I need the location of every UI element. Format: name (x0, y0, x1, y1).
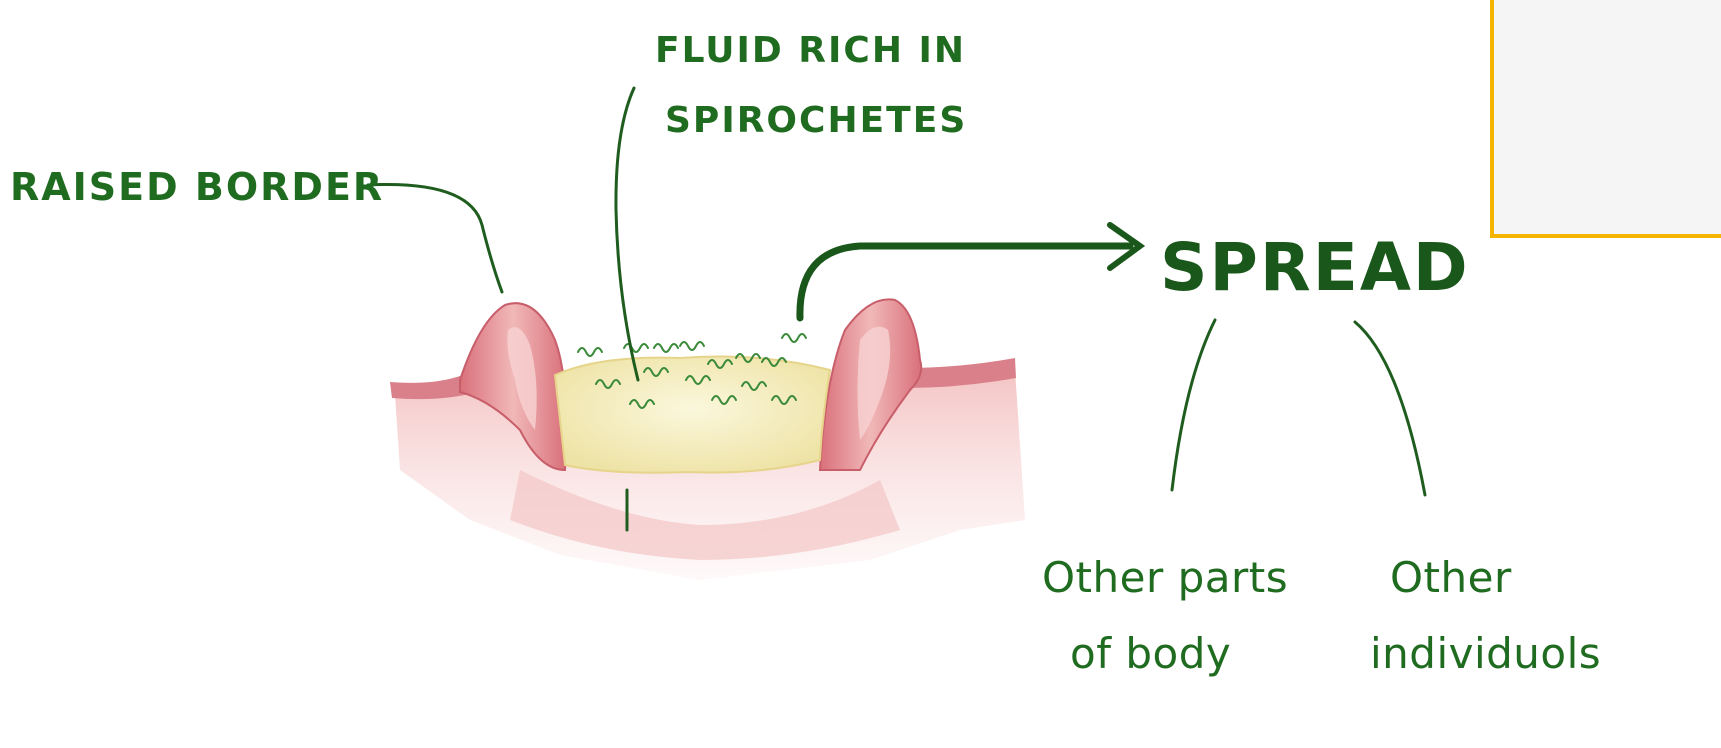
spirochete (578, 348, 602, 356)
spirochete-fluid-pool (555, 357, 830, 473)
fluid-leader (616, 88, 638, 380)
spread-branch-right (1355, 322, 1425, 495)
spirochete (654, 344, 678, 352)
other-parts-label-line1: Other parts (1042, 553, 1288, 602)
spirochete (624, 344, 648, 352)
spread-label: SPREAD (1160, 229, 1470, 306)
spread-branch-left (1172, 320, 1215, 490)
fluid-label-line2: SPIROCHETES (665, 100, 967, 141)
other-parts-label-line2: of body (1070, 629, 1231, 678)
spirochete (782, 334, 806, 342)
raised-border-leader (368, 185, 502, 293)
other-individuals-label-line2: individuols (1370, 629, 1601, 678)
raised-border-label: RAISED BORDER (10, 165, 384, 209)
fluid-label-line1: FLUID RICH IN (655, 30, 966, 71)
other-individuals-label-line1: Other (1390, 553, 1512, 602)
spread-arrow (800, 246, 1130, 318)
spirochete (680, 342, 704, 350)
